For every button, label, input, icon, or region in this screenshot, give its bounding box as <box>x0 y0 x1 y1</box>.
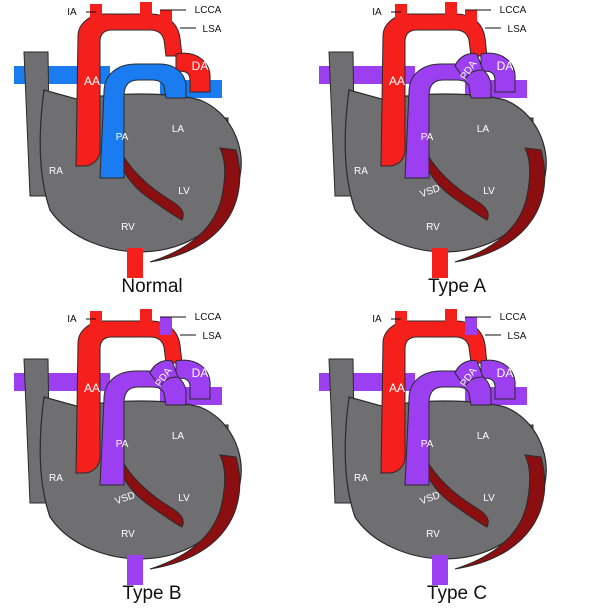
label-rv: RV <box>426 222 440 233</box>
label-lcca: LCCA <box>195 5 222 16</box>
left-common-carotid-artery <box>140 2 152 20</box>
label-da: DA <box>497 59 514 73</box>
panel-caption-type-b: Type B <box>0 583 304 605</box>
label-lcca: LCCA <box>195 312 222 323</box>
left-subclavian-artery <box>160 10 172 28</box>
label-aa: AA <box>389 381 405 395</box>
label-lsa: LSA <box>203 331 222 342</box>
label-lcca: LCCA <box>500 5 527 16</box>
label-la: LA <box>172 431 185 442</box>
label-la: LA <box>477 124 490 135</box>
label-lsa: LSA <box>203 24 222 35</box>
label-da: DA <box>497 366 514 380</box>
left-subclavian-artery <box>465 10 477 28</box>
label-lv: LV <box>483 186 495 197</box>
descending-aorta-lower <box>432 555 448 585</box>
descending-aorta-lower <box>432 248 448 278</box>
label-ra: RA <box>49 473 63 484</box>
label-pa: PA <box>116 439 129 450</box>
label-rv: RV <box>426 529 440 540</box>
label-ra: RA <box>49 166 63 177</box>
label-la: LA <box>477 431 490 442</box>
label-aa: AA <box>84 74 100 88</box>
label-rv: RV <box>121 529 135 540</box>
left-common-carotid-artery <box>140 309 152 327</box>
panel-normal: IA LCCA LSA AA DA PA LA RA LV RV Normal <box>0 0 304 306</box>
label-pa: PA <box>421 132 434 143</box>
label-lsa: LSA <box>508 331 527 342</box>
label-lv: LV <box>178 493 190 504</box>
left-common-carotid-artery <box>445 2 457 20</box>
innominate-artery <box>90 4 102 22</box>
label-da: DA <box>192 366 209 380</box>
label-la: LA <box>172 124 185 135</box>
innominate-artery <box>90 311 102 329</box>
label-ia: IA <box>67 314 77 325</box>
innominate-artery <box>395 311 407 329</box>
label-ia: IA <box>372 314 382 325</box>
label-ia: IA <box>67 7 77 18</box>
label-ia: IA <box>372 7 382 18</box>
label-ra: RA <box>354 166 368 177</box>
label-lv: LV <box>483 493 495 504</box>
panel-caption-normal: Normal <box>0 276 304 298</box>
label-lsa: LSA <box>508 24 527 35</box>
label-aa: AA <box>389 74 405 88</box>
label-aa: AA <box>84 381 100 395</box>
descending-aorta-lower <box>127 555 143 585</box>
label-lv: LV <box>178 186 190 197</box>
label-ra: RA <box>354 473 368 484</box>
left-common-carotid-artery <box>445 309 457 327</box>
panel-caption-type-c: Type C <box>305 583 609 605</box>
label-lcca: LCCA <box>500 312 527 323</box>
heart-normal-illustration: IA LCCA LSA AA DA PA LA RA LV RV <box>0 0 304 306</box>
label-rv: RV <box>121 222 135 233</box>
label-da: DA <box>192 59 209 73</box>
descending-aorta-lower <box>127 248 143 278</box>
innominate-artery <box>395 4 407 22</box>
left-subclavian-artery <box>160 317 172 335</box>
label-pa: PA <box>421 439 434 450</box>
label-pa: PA <box>116 132 129 143</box>
panel-caption-type-a: Type A <box>305 276 609 298</box>
left-subclavian-artery <box>465 317 477 335</box>
